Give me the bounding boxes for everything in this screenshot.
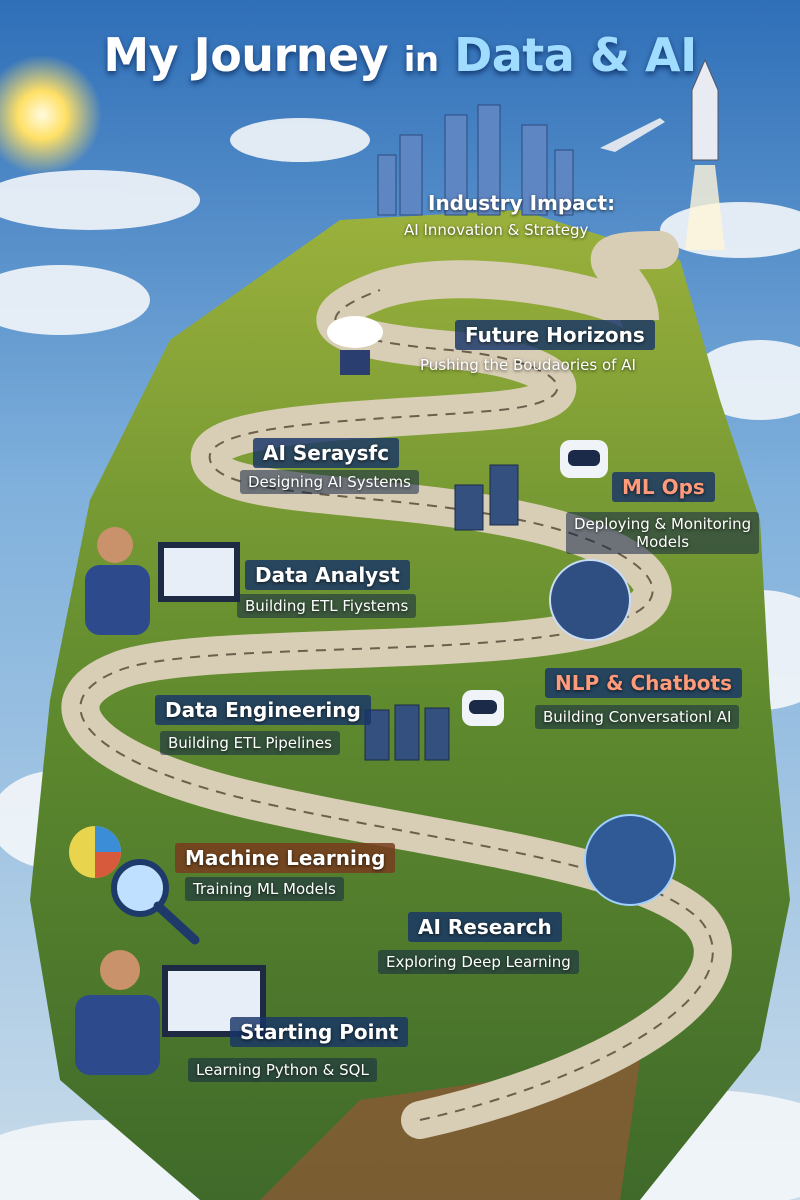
milestone-subtitle-data-analyst: Building ETL Fiystems [237,594,417,618]
milestone-title-industry-impact: Industry Impact: [428,191,616,215]
page-title: My Journey in Data & AI [103,28,697,82]
ml-ops-subtitle-line2: Models [636,533,690,551]
server-icon [364,464,519,761]
milestone-subtitle-future-horizons: Pushing the Boudaories of AI [420,356,636,374]
milestone-title-data-analyst: Data Analyst [245,560,410,590]
brain-icon [584,814,676,906]
rocket-icon [685,58,725,250]
sun-icon [0,55,102,175]
milestone-subtitle-ai-systems: Designing AI Systems [240,470,419,494]
milestone-subtitle-ai-research: Exploring Deep Learning [378,950,579,974]
city-icon [377,104,574,216]
milestone-title-data-engineering: Data Engineering [155,695,371,725]
milestone-title-nlp-chatbots: NLP & Chatbots [545,668,743,698]
robot-icon [462,690,504,726]
milestone-subtitle-data-engineering: Building ETL Pipelines [160,731,340,755]
robot-icon [560,440,608,478]
airplane-icon [600,118,665,152]
milestone-subtitle-machine-learning: Training ML Models [185,877,344,901]
person-icon [75,950,160,1075]
ml-ops-subtitle-line1: Deploying & Monitoring [574,515,752,533]
milestone-title-ai-research: AI Research [408,912,562,942]
milestone-subtitle-ml-ops: Deploying & Monitoring Models [566,512,760,554]
milestone-title-future-horizons: Future Horizons [455,320,655,350]
milestone-subtitle-industry-impact: AI Innovation & Strategy [404,221,589,239]
pie-chart-icon [69,826,121,878]
computer-icon [158,542,240,602]
milestone-title-machine-learning: Machine Learning [175,843,396,873]
person-icon [85,527,150,635]
cloud-icon [327,316,383,375]
magnifier-icon [111,859,200,945]
milestone-subtitle-nlp-chatbots: Building Conversationl AI [535,705,740,729]
milestone-subtitle-starting-point: Learning Python & SQL [188,1058,377,1082]
brain-icon [549,559,631,641]
milestone-title-ml-ops: ML Ops [612,472,715,502]
milestone-title-starting-point: Starting Point [230,1017,409,1047]
milestone-title-ai-systems: AI Seraysfc [253,438,400,468]
